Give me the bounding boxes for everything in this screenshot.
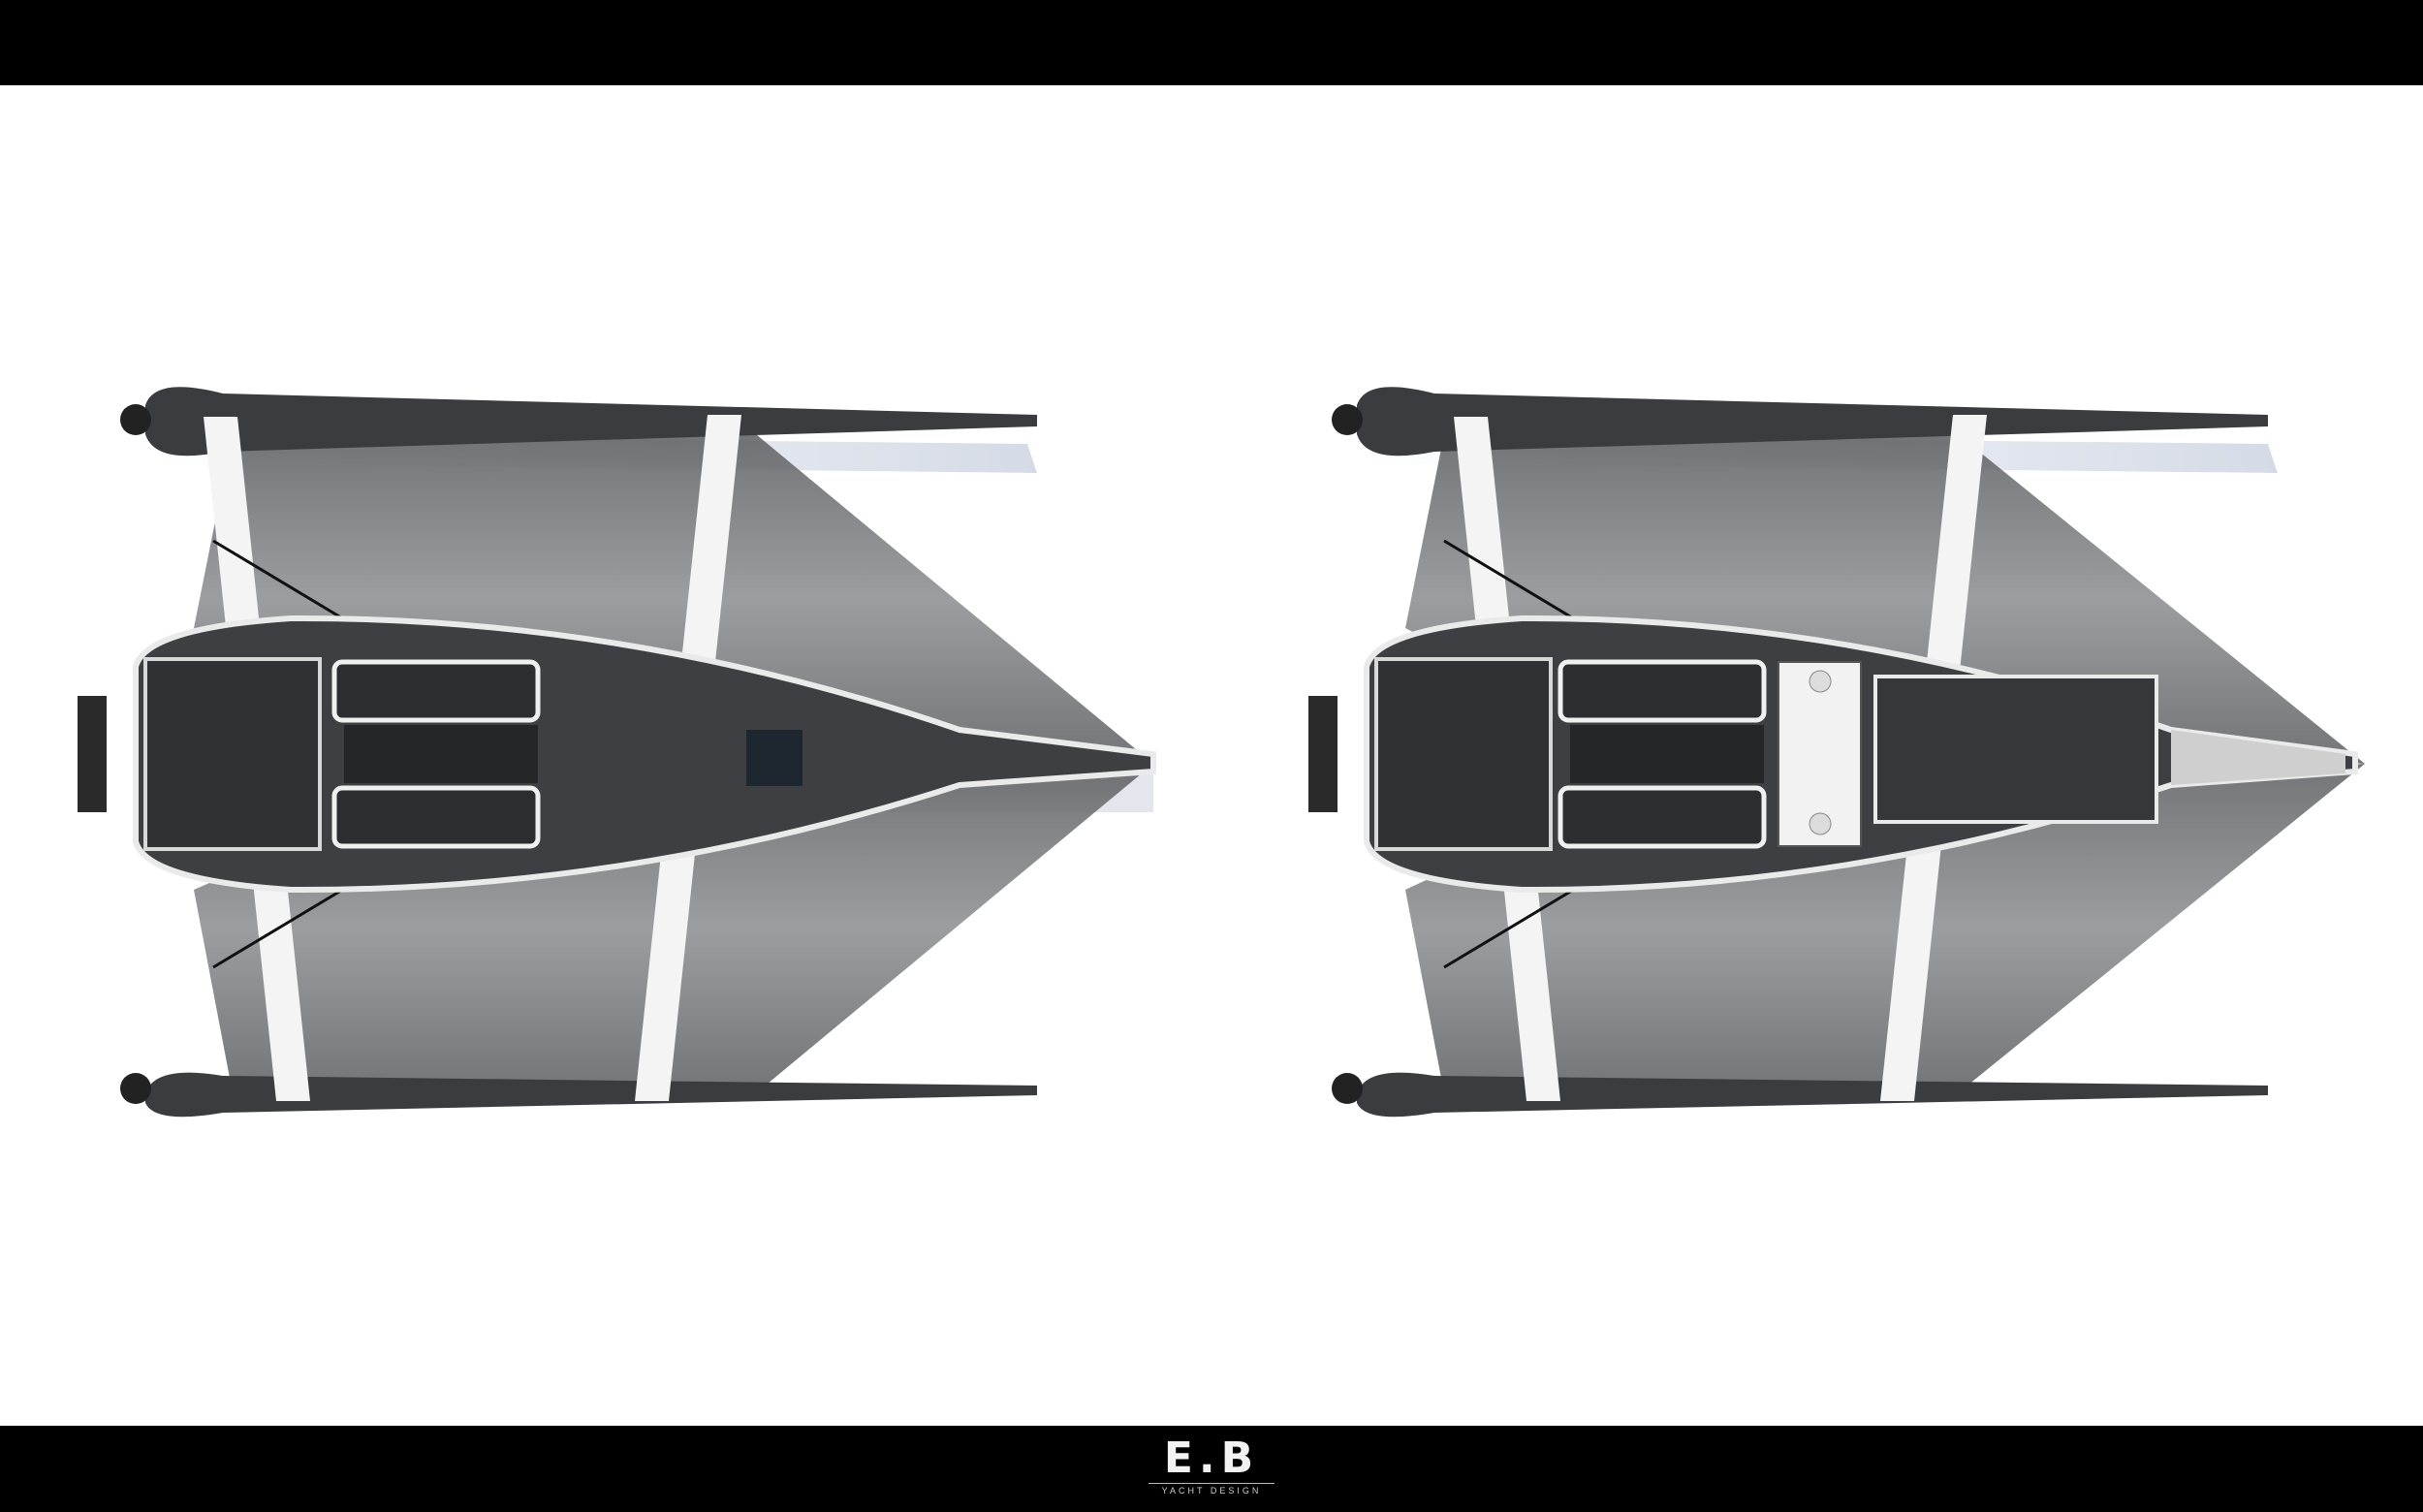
- saloon-seat: [1558, 659, 1767, 723]
- logo-wordmark: E.B: [1163, 1433, 1260, 1483]
- float-hull-lower: [145, 1072, 1037, 1118]
- float-hull-upper: [1357, 387, 2268, 457]
- float-hull-lower: [1357, 1072, 2268, 1118]
- saloon-floor: [1570, 725, 1764, 783]
- logo-tagline: Yacht Design: [1161, 1486, 1262, 1496]
- bow-deck: [2171, 730, 2345, 785]
- cockpit-seat: [331, 659, 541, 723]
- toilet: [1809, 812, 1832, 835]
- rudder: [1308, 696, 1337, 812]
- float-hull-upper: [145, 387, 1037, 457]
- logo-divider: [1149, 1483, 1274, 1484]
- trimaran-interior-view: [1212, 85, 2423, 1426]
- float-bow-lower: [120, 1073, 151, 1104]
- saloon-seat: [1558, 785, 1767, 849]
- aft-cabin: [1374, 657, 1553, 851]
- float-bow-upper: [1332, 404, 1363, 435]
- bottom-letterbox-bar: [0, 1426, 2423, 1512]
- float-bow-upper: [120, 404, 151, 435]
- top-letterbox-bar: [0, 0, 2423, 85]
- forward-cabin: [1873, 675, 2158, 824]
- render-stage: [0, 85, 2423, 1426]
- cockpit-floor: [344, 725, 538, 783]
- cockpit-aft-deck: [143, 657, 322, 851]
- float-bow-lower: [1332, 1073, 1363, 1104]
- trimaran-deck-view: [0, 85, 1212, 1426]
- deck-hatch: [746, 730, 802, 786]
- rudder: [78, 696, 107, 812]
- brand-logo: E.B Yacht Design: [1115, 1436, 1308, 1504]
- toilet: [1809, 670, 1832, 693]
- cockpit-seat: [331, 785, 541, 849]
